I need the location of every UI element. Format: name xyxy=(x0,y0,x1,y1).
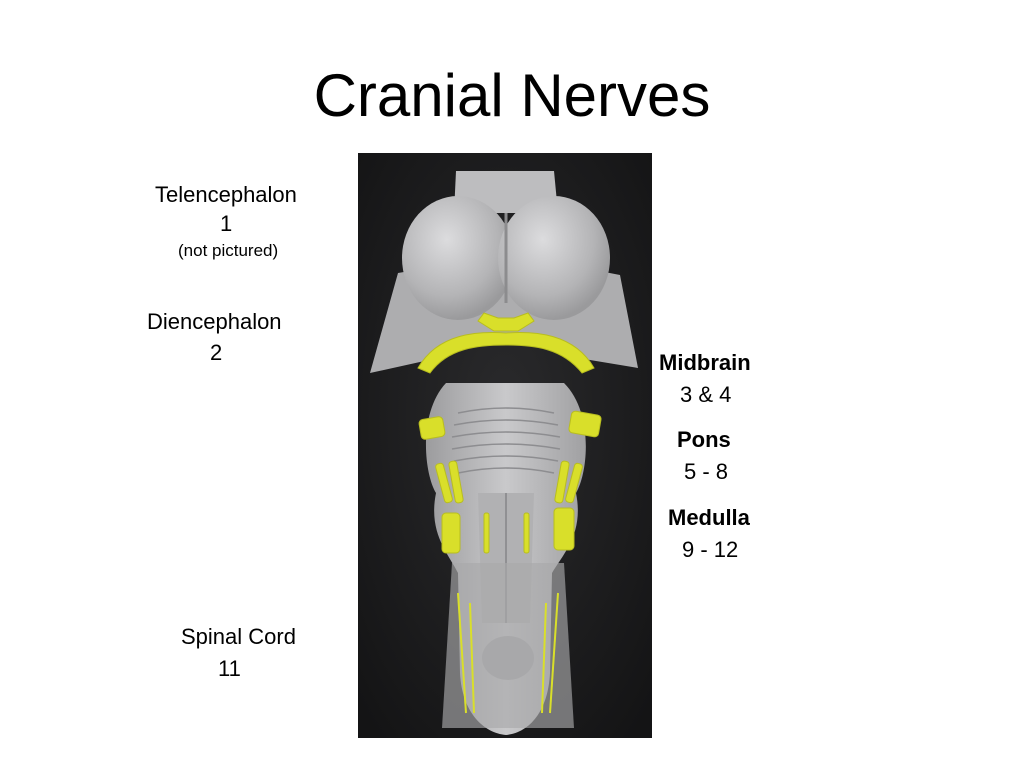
diencephalon-label: Diencephalon xyxy=(147,309,282,334)
midbrain-label: Midbrain xyxy=(659,350,751,375)
pons-label: Pons xyxy=(677,427,731,452)
nerve-mid-right xyxy=(523,512,530,554)
nerve-left-2 xyxy=(435,462,453,504)
slide-title: Cranial Nerves xyxy=(313,62,711,129)
lower-cone xyxy=(442,563,574,728)
optic-chiasm-nerve xyxy=(477,312,535,332)
telencephalon-label: Telencephalon xyxy=(155,182,297,207)
left-lobe xyxy=(402,196,514,320)
spinal-cord-label: Spinal Cord xyxy=(181,624,296,649)
nerve-left-3 xyxy=(448,460,464,504)
nerve-right-3 xyxy=(565,462,583,504)
midbrain-nerves: 3 & 4 xyxy=(680,382,732,407)
diencephalon-nerves: 2 xyxy=(210,340,223,365)
right-lobe xyxy=(498,196,610,320)
nerve-left-4 xyxy=(441,512,461,554)
nerve-mid-left xyxy=(483,512,490,554)
spinal-cord-nerves: 11 xyxy=(218,656,241,681)
brainstem-model-photo xyxy=(358,153,652,738)
medulla-nerves: 9 - 12 xyxy=(682,537,739,562)
medulla-label: Medulla xyxy=(668,505,750,530)
telencephalon-nerves: 1 xyxy=(220,211,233,236)
nerve-left-1 xyxy=(418,416,446,440)
nerve-right-2 xyxy=(554,460,570,504)
telencephalon-note: (not pictured) xyxy=(178,241,279,260)
optic-tract-nerve xyxy=(417,331,595,374)
nerve-right-4 xyxy=(553,507,575,551)
pons-nerves: 5 - 8 xyxy=(684,459,729,484)
nerve-right-1 xyxy=(568,410,602,438)
